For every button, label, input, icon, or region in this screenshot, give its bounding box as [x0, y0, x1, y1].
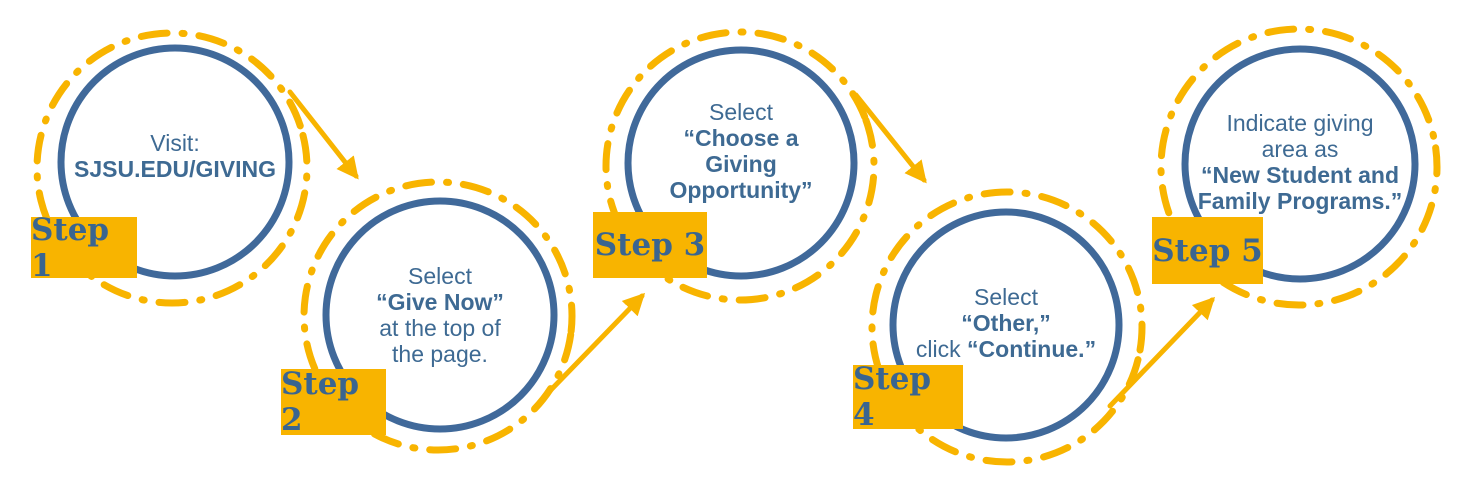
step2-line: the page.	[392, 341, 488, 367]
step5-badge-label: Step 5	[1152, 232, 1263, 269]
step4-line-bold: “Continue.”	[967, 336, 1097, 362]
step5-line: area as	[1261, 136, 1339, 162]
dashed-ring-step3	[602, 28, 878, 304]
step5-line: “New Student and	[1200, 162, 1400, 188]
step4-badge: Step 4	[853, 361, 963, 433]
step3-badge: Step 3	[593, 212, 707, 278]
step1-line: SJSU.EDU/GIVING	[74, 156, 276, 182]
step3-line: Opportunity”	[669, 177, 813, 203]
arrow-step4-to-step5-icon	[1107, 296, 1216, 409]
dashed-ring-step5	[1157, 25, 1441, 309]
step2-badge-label: Step 2	[281, 366, 360, 438]
step4-line: Select	[974, 284, 1038, 310]
step2-badge: Step 2	[281, 366, 386, 438]
step3-badge-label: Step 3	[594, 227, 706, 263]
step5-text: Indicate giving area as “New Student and…	[1185, 47, 1415, 277]
step3-line: Select	[709, 99, 773, 125]
step2-line: Select	[408, 263, 472, 289]
arrow-step3-to-step4-icon	[853, 92, 927, 184]
step5-line: Indicate giving	[1226, 110, 1374, 136]
step5-badge: Step 5	[1152, 217, 1263, 284]
step4-line: “Other,”	[961, 310, 1051, 336]
dashed-ring-step1	[33, 29, 311, 307]
step1-badge: Step 1	[31, 212, 137, 284]
step3-text: Select “Choose a Giving Opportunity”	[626, 36, 856, 266]
step1-badge-label: Step 1	[31, 211, 110, 284]
step2-line: at the top of	[379, 315, 501, 341]
step4-badge-label: Step 4	[853, 361, 932, 433]
step4-line-regular: click	[915, 336, 968, 362]
dashed-ring-step4	[868, 188, 1146, 466]
step3-line: Giving	[705, 151, 777, 177]
step1-line: Visit:	[150, 130, 200, 156]
step4-line: click “Continue.”	[916, 336, 1096, 362]
step3-line: “Choose a	[683, 125, 799, 151]
step2-line: “Give Now”	[376, 289, 504, 315]
arrow-step2-to-step3-icon	[542, 292, 646, 399]
step2-text: Select “Give Now” at the top of the page…	[325, 200, 555, 430]
step5-line: Family Programs.”	[1197, 188, 1403, 214]
arrow-step1-to-step2-icon	[287, 89, 359, 180]
step1-text: Visit: SJSU.EDU/GIVING	[60, 41, 290, 271]
step4-text: Select “Other,” click “Continue.”	[891, 208, 1121, 438]
dashed-ring-step2	[300, 178, 576, 454]
